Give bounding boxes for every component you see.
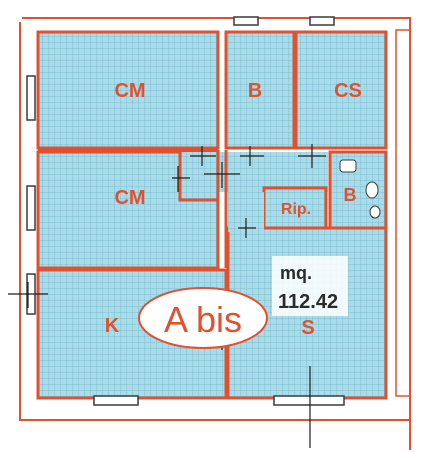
unit-label: A bis: [164, 299, 242, 340]
area-box: [272, 256, 348, 316]
window-top-2: [309, 16, 335, 26]
window-top-1: [233, 16, 259, 26]
outer-walls: [19, 17, 411, 450]
room-label-rip: Rip.: [281, 201, 311, 218]
room-label-s: S: [301, 317, 314, 339]
room-rip: [262, 186, 328, 230]
window-bottom-2: [273, 395, 345, 406]
room-label-b-small: B: [344, 185, 357, 205]
room-label-b-top: B: [248, 80, 262, 102]
corridor: [180, 152, 328, 192]
unit-label-ellipse: [138, 287, 268, 349]
window-bottom-1: [93, 395, 139, 406]
toilet-icon: [365, 181, 379, 199]
partitions: [38, 148, 228, 272]
room-label-cm-top: CM: [114, 80, 145, 102]
room-cs: [294, 30, 388, 150]
room-label-k: K: [105, 315, 120, 337]
area-value: 112.42: [278, 291, 338, 313]
window-left-1: [26, 75, 36, 121]
room-cm-top: [36, 30, 220, 150]
room-label-cm-middle: CM: [114, 187, 145, 209]
room-b-top: [224, 30, 296, 150]
bathroom-fixtures: [339, 159, 381, 219]
sink-icon: [339, 159, 357, 173]
window-left-2: [26, 185, 36, 231]
room-label-cs: CS: [334, 80, 362, 102]
area-unit: mq.: [280, 263, 312, 283]
